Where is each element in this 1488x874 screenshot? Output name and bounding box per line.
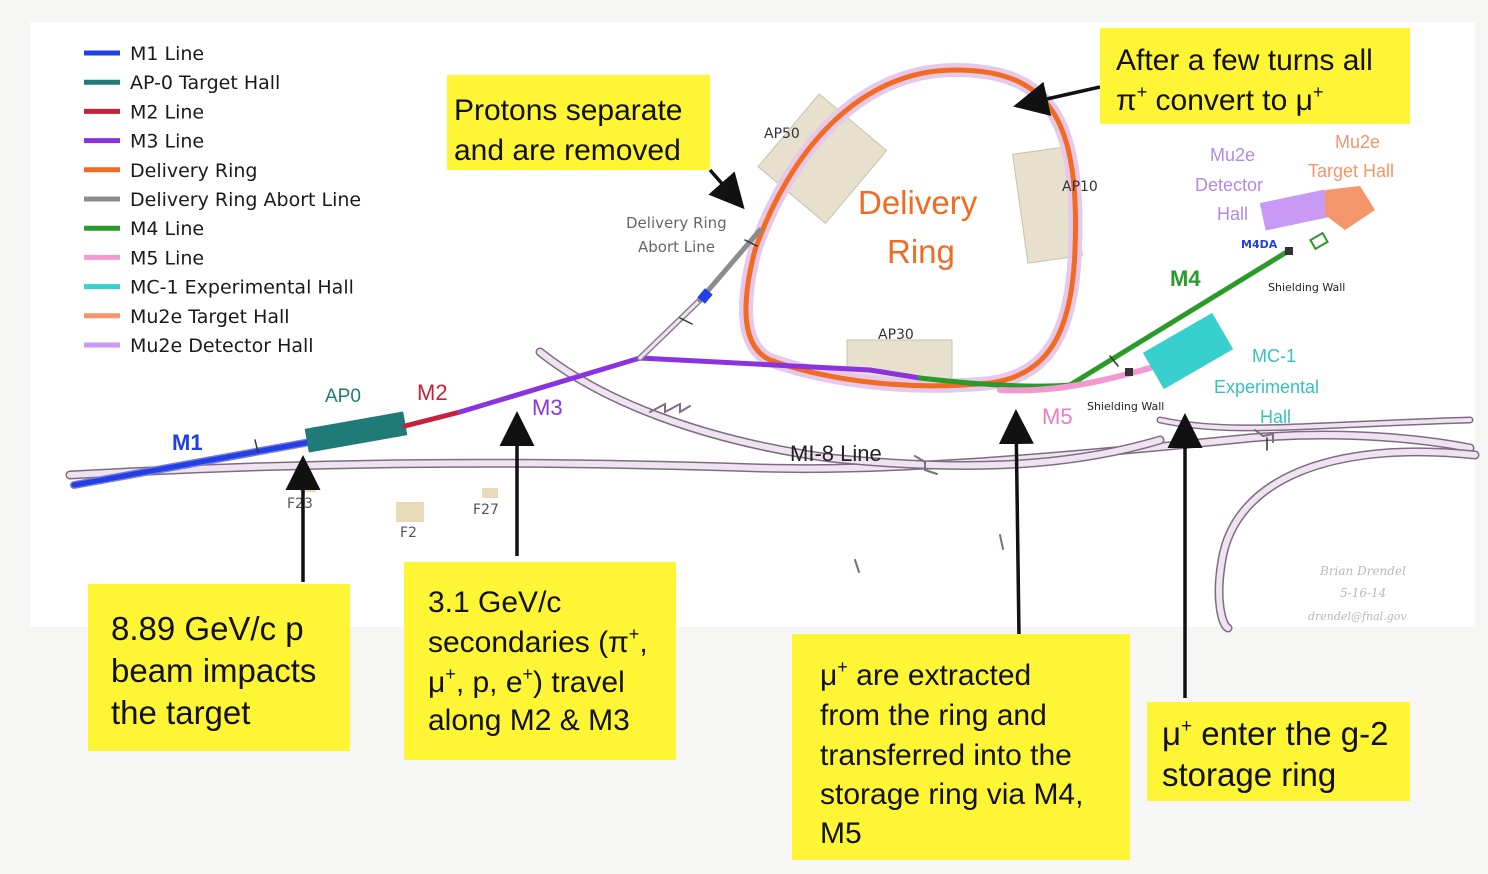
callout-ext-line4: storage ring via M4, [820,778,1083,811]
legend-item: M4 Line [84,218,204,240]
m2-label: M2 [417,380,448,405]
delivery-ring-label-1: Delivery [858,184,978,221]
mu2e-detector-hall [1259,189,1331,231]
f27-label: F27 [473,502,499,518]
m3-label: M3 [532,395,563,420]
legend-item: M5 Line [84,247,204,269]
legend-item: Delivery Ring [84,160,258,182]
mc1-label-1: MC-1 [1252,346,1296,366]
m4da-label: M4DA [1241,238,1278,251]
signature-email: drendel@fnal.gov [1308,610,1407,623]
legend-item: M1 Line [84,43,204,65]
legend-item: M3 Line [84,131,204,153]
legend-item: Delivery Ring Abort Line [84,189,361,211]
mi8-label: MI-8 Line [790,441,882,466]
m1-label: M1 [172,430,203,455]
signature-date: 5-16-14 [1340,586,1386,600]
mu2e-detector-label-2: Detector [1195,175,1263,195]
callout-turns-line2: π+ convert to μ+ [1116,82,1323,117]
callout-sec-line4: along M2 & M3 [428,704,630,737]
legend-label: Mu2e Target Hall [130,306,290,328]
mc1-label-3: Hall [1260,407,1291,427]
arrow-turns [1013,81,1101,116]
legend-label: AP-0 Target Hall [130,72,280,94]
arrow-extracted [998,409,1034,637]
mc1-hall [1142,312,1234,390]
callout-g2-line1: μ+ enter the g-2 [1162,715,1388,752]
delivery-ring-label-2: Ring [887,233,955,270]
callout-sec-line2: secondaries (π+, [428,624,648,659]
callout-beam-line1: 8.89 GeV/c p [111,610,304,647]
mu2e-detector-label-1: Mu2e [1210,145,1255,165]
mu2e-target-label-2: Target Hall [1308,161,1394,181]
arrows [285,81,1203,698]
ap50-label: AP50 [764,126,800,142]
legend-label: Delivery Ring [130,160,258,182]
callouts: Protons separate and are removed After a… [88,28,1410,860]
signature-name: Brian Drendel [1319,564,1406,578]
m4-label: M4 [1170,266,1201,291]
callout-extracted [792,634,1130,860]
delivery-ring [739,62,1083,393]
callout-protons-line2: and are removed [454,134,681,167]
callout-ext-line1: μ+ are extracted [820,657,1031,692]
ap0-target-hall [304,411,408,453]
callout-ext-line5: M5 [820,817,862,850]
shielding-wall-label-1: Shielding Wall [1268,281,1345,294]
callout-beam-line2: beam impacts [111,652,316,689]
callout-beam [88,584,350,751]
legend-item: MC-1 Experimental Hall [84,277,354,299]
legend-item: Mu2e Detector Hall [84,335,314,357]
beamlines [70,186,1375,489]
callout-turns-line1: After a few turns all [1116,44,1373,77]
legend-item: AP-0 Target Hall [84,72,280,94]
ap0-label: AP0 [325,386,361,407]
abort-line-label-2: Abort Line [638,238,715,256]
callout-protons-line1: Protons separate [454,94,682,127]
abort-line-label-1: Delivery Ring [626,214,727,232]
callout-g2-line2: storage ring [1162,756,1336,793]
legend-label: MC-1 Experimental Hall [130,277,354,299]
shielding-wall-label-2: Shielding Wall [1087,400,1164,413]
legend-label: Mu2e Detector Hall [130,335,314,357]
m2-line [402,409,463,429]
callout-ext-line2: from the ring and [820,699,1047,732]
legend-label: M1 Line [130,43,204,65]
legend-label: M4 Line [130,218,204,240]
callout-beam-line3: the target [111,694,250,731]
map-labels: M1 AP0 M2 M3 M4 M5 MI-8 Line AP50 AP10 A… [172,126,1407,623]
mu2e-target-hall [1325,186,1375,230]
callout-sec-line1: 3.1 GeV/c [428,586,561,619]
legend-item: Mu2e Target Hall [84,306,290,328]
mu2e-target-label-1: Mu2e [1335,132,1380,152]
f2-label: F2 [400,525,417,541]
m5-label: M5 [1042,404,1073,429]
f23-label: F23 [287,496,313,512]
legend-label: M5 Line [130,247,204,269]
m3-line [457,355,923,415]
legend-label: M2 Line [130,101,204,123]
callout-sec-line3: μ+, p, e+) travel [428,664,625,699]
ap10-label: AP10 [1062,179,1098,195]
legend-label: M3 Line [130,131,204,153]
mc1-label-2: Experimental [1214,377,1319,397]
mu2e-detector-label-3: Hall [1217,204,1248,224]
callout-turns [1100,28,1410,124]
callout-g2 [1147,702,1410,801]
legend-item: M2 Line [84,101,204,123]
callout-ext-line3: transferred into the [820,739,1072,772]
legend-label: Delivery Ring Abort Line [130,189,361,211]
arrow-protons [708,168,745,210]
callout-secondaries [404,562,676,760]
callout-protons [447,75,710,170]
ap30-label: AP30 [878,327,914,343]
